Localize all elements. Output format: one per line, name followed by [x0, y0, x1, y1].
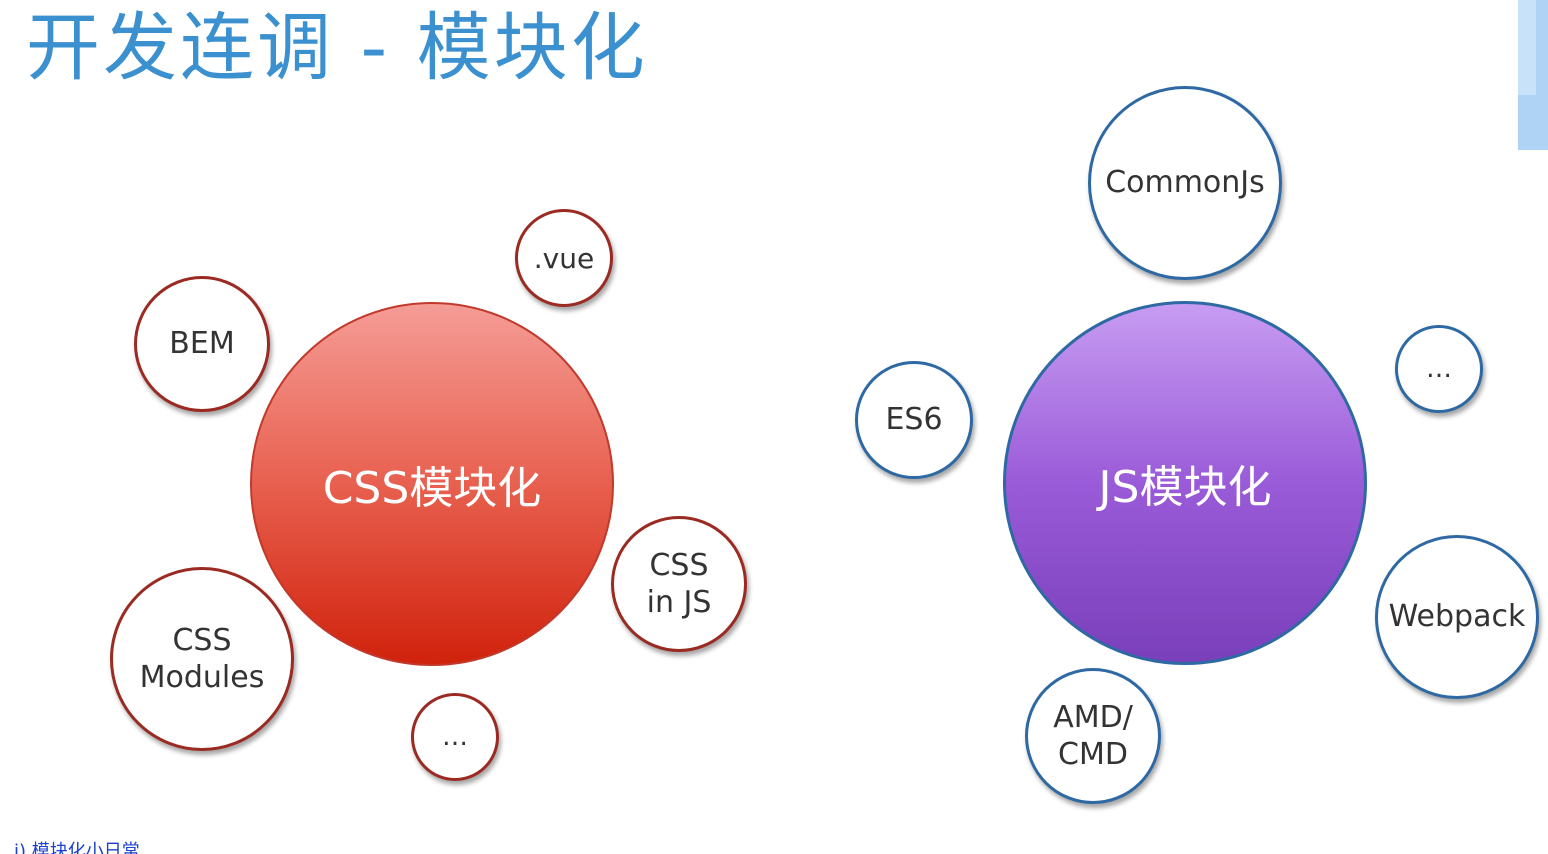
css-modules-bubble: CSS Modules — [110, 567, 294, 751]
css-in-js-bubble: CSS in JS — [611, 516, 747, 652]
css-more-bubble: … — [411, 693, 499, 781]
amd-cmd-bubble: AMD/ CMD — [1025, 668, 1161, 804]
js-more-bubble: … — [1395, 325, 1483, 413]
commonjs-bubble: CommonJs — [1088, 86, 1282, 280]
css-modularization-hub: CSS模块化 — [250, 302, 614, 666]
js-modularization-hub: JS模块化 — [1003, 301, 1367, 665]
corner-decoration — [1518, 0, 1548, 150]
slide-title: 开发连调 - 模块化 — [26, 5, 648, 91]
bem-bubble: BEM — [134, 276, 270, 412]
webpack-bubble: Webpack — [1375, 535, 1539, 699]
footer-link[interactable]: ⅰ) 模块化小日常 — [14, 841, 140, 854]
es6-bubble: ES6 — [855, 361, 973, 479]
vue-bubble: .vue — [515, 209, 613, 307]
